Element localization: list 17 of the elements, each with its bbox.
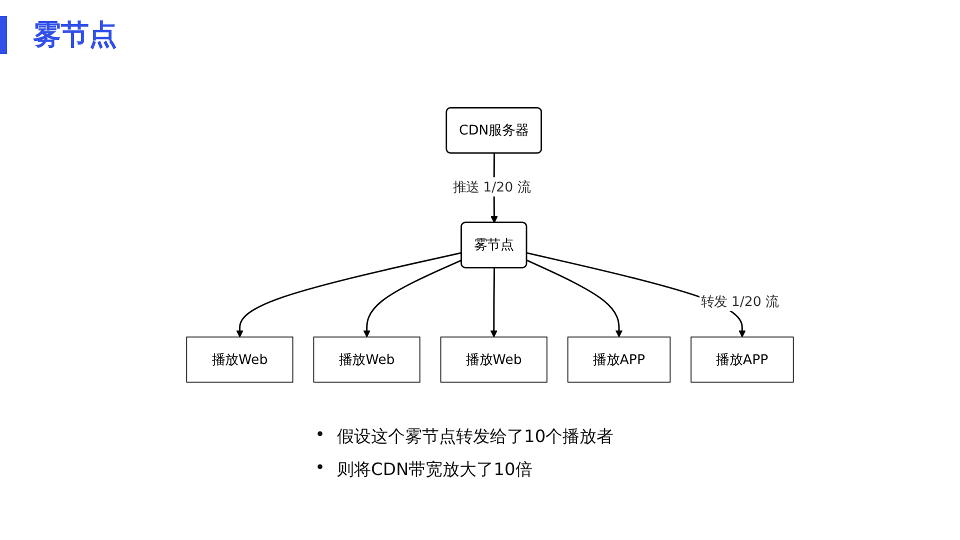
arrow	[363, 259, 462, 338]
node-box: 播放APP	[690, 336, 794, 383]
bullet-marker: •	[315, 458, 326, 480]
slide-title: 雾节点	[0, 16, 117, 54]
arrow	[236, 252, 462, 338]
arrow	[526, 252, 746, 338]
edge-label: 转发 1/20 流	[701, 295, 779, 310]
node-box: 播放APP	[567, 336, 671, 383]
node-box: 播放Web	[313, 336, 420, 383]
arrow	[526, 260, 623, 338]
bullet-marker: •	[315, 425, 326, 447]
node-box: 播放Web	[186, 336, 294, 383]
arrow	[490, 268, 498, 338]
bullet-text: 则将CDN带宽放大了10倍	[337, 459, 534, 481]
node-box: 播放Web	[440, 336, 548, 383]
bullet-text: 假设这个雾节点转发给了10个播放者	[337, 426, 614, 448]
edge-label: 推送 1/20 流	[452, 180, 530, 196]
